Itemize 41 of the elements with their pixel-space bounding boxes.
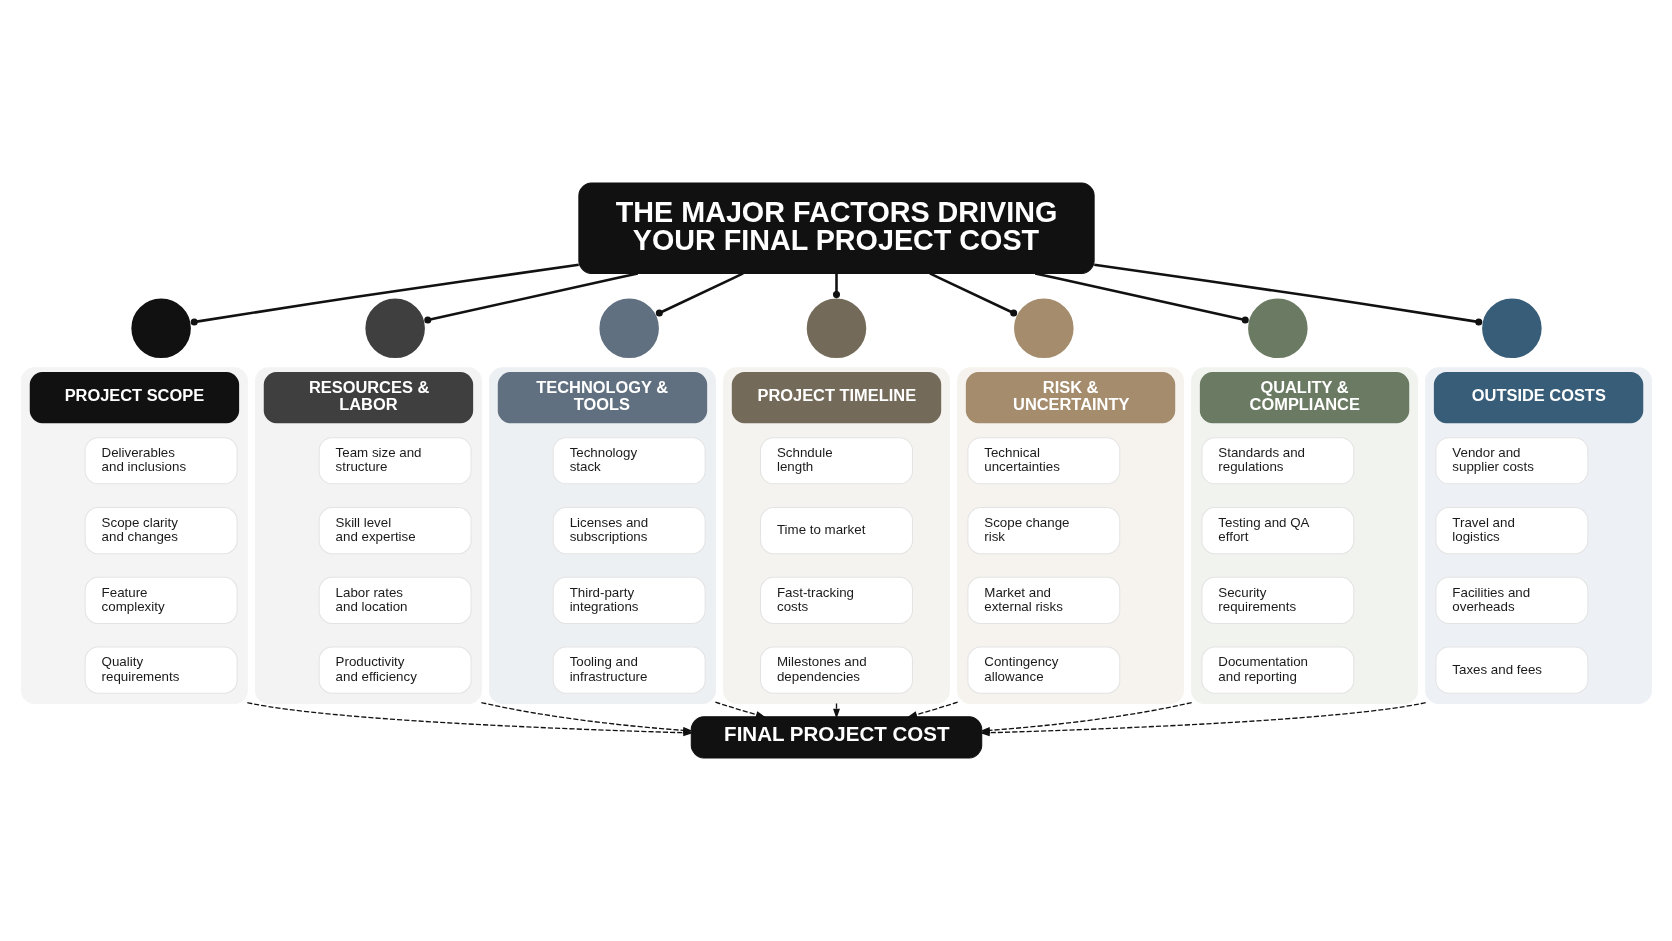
node-box: Facilities and overheads <box>1434 576 1588 624</box>
node-box: Skill level and expertise <box>318 506 472 555</box>
node-box: Schndule length <box>759 437 913 485</box>
node-box: Standards and regulations <box>1200 437 1354 485</box>
node-box: THE MAJOR FACTORS DRIVING YOUR FINAL PROJECT COST <box>577 182 1095 274</box>
arrow <box>832 702 840 719</box>
arrow <box>714 701 766 718</box>
node-box: Travel and logistics <box>1434 506 1588 555</box>
node-box: Fast-tracking costs <box>759 576 913 624</box>
node-box: Taxes and fees <box>1434 646 1588 694</box>
node-box: Third-party integrations <box>552 576 706 624</box>
connector <box>928 272 1017 317</box>
connector <box>1034 272 1249 324</box>
node-box: Contingency allowance <box>966 646 1120 694</box>
node-box: Security requirements <box>1200 576 1354 624</box>
node-box: Labor rates and location <box>318 576 472 624</box>
node-box: Scope change risk <box>966 506 1120 555</box>
arrow <box>906 701 958 718</box>
connector <box>655 272 744 317</box>
connector <box>832 273 840 299</box>
node-box: Team size and structure <box>318 437 472 485</box>
node-box: Market and external risks <box>966 576 1120 624</box>
node-box: Technology stack <box>552 437 706 485</box>
node-box: Documentation and reporting <box>1200 646 1354 694</box>
node-box: Scope clarity and changes <box>84 506 238 555</box>
connector <box>1093 263 1482 326</box>
node-box: Time to market <box>759 506 913 555</box>
node-box: FINAL PROJECT COST <box>690 716 982 759</box>
node-box: Licenses and subscriptions <box>552 506 706 555</box>
arrow <box>480 701 693 734</box>
node-box: Feature complexity <box>84 576 238 624</box>
node-box: Technical uncertainties <box>966 437 1120 485</box>
node-box: Productivity and efficiency <box>318 646 472 694</box>
node-box: Deliverables and inclusions <box>84 437 238 485</box>
connector <box>423 272 638 324</box>
node-box: Tooling and infrastructure <box>552 646 706 694</box>
node-box: Testing and QA effort <box>1200 506 1354 555</box>
node-box: Quality requirements <box>84 646 238 694</box>
node-box: Milestones and dependencies <box>759 646 913 694</box>
node-box: Vendor and supplier costs <box>1434 437 1588 485</box>
connector <box>190 263 579 326</box>
